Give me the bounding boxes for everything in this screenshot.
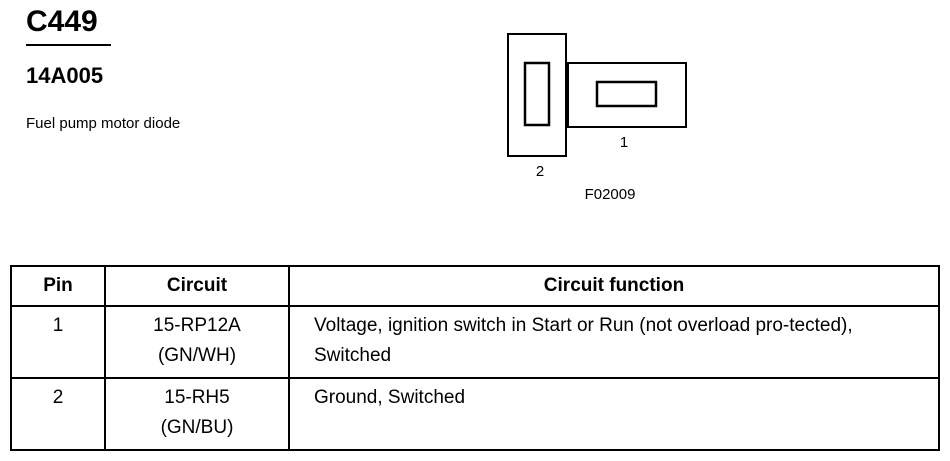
- circuit-function-cell: Ground, Switched: [288, 377, 940, 451]
- connector-tab: [567, 62, 687, 128]
- circuit-function-cell: Voltage, ignition switch in Start or Run…: [288, 305, 940, 379]
- connector-diagram: 1 2 F02009: [500, 30, 700, 205]
- pin-cell: 1: [10, 305, 106, 379]
- circuit-code: 15-RP12A: [153, 315, 241, 336]
- wire-color: (GN/BU): [160, 417, 234, 438]
- table-row: 1 15-RP12A (GN/WH) Voltage, ignition swi…: [10, 305, 940, 379]
- header-circuit: Circuit: [104, 265, 290, 307]
- header-circuit-function: Circuit function: [288, 265, 940, 307]
- component-description: Fuel pump motor diode: [26, 115, 181, 132]
- wire-color: (GN/WH): [157, 345, 237, 366]
- circuit-cell: 15-RP12A (GN/WH): [104, 305, 290, 379]
- figure-id: F02009: [585, 186, 636, 203]
- part-number: 14A005: [26, 63, 104, 88]
- connector-housing: [507, 33, 567, 157]
- title-underline: [26, 44, 111, 46]
- table-row: 2 15-RH5 (GN/BU) Ground, Switched: [10, 377, 940, 451]
- pin-cell: 2: [10, 377, 106, 451]
- pin-table: Pin Circuit Circuit function 1 15-RP12A …: [10, 265, 940, 451]
- circuit-code: 15-RH5: [164, 387, 230, 408]
- table-header-row: Pin Circuit Circuit function: [10, 265, 940, 307]
- pin-1-terminal: [595, 80, 658, 108]
- circuit-cell: 15-RH5 (GN/BU): [104, 377, 290, 451]
- connector-id: C449: [26, 5, 98, 38]
- pin-1-label: 1: [620, 134, 628, 151]
- pin-2-terminal: [523, 61, 551, 127]
- header-pin: Pin: [10, 265, 106, 307]
- connector-face-drawing: 1 2 F02009: [507, 33, 687, 203]
- pin-2-label: 2: [536, 163, 544, 180]
